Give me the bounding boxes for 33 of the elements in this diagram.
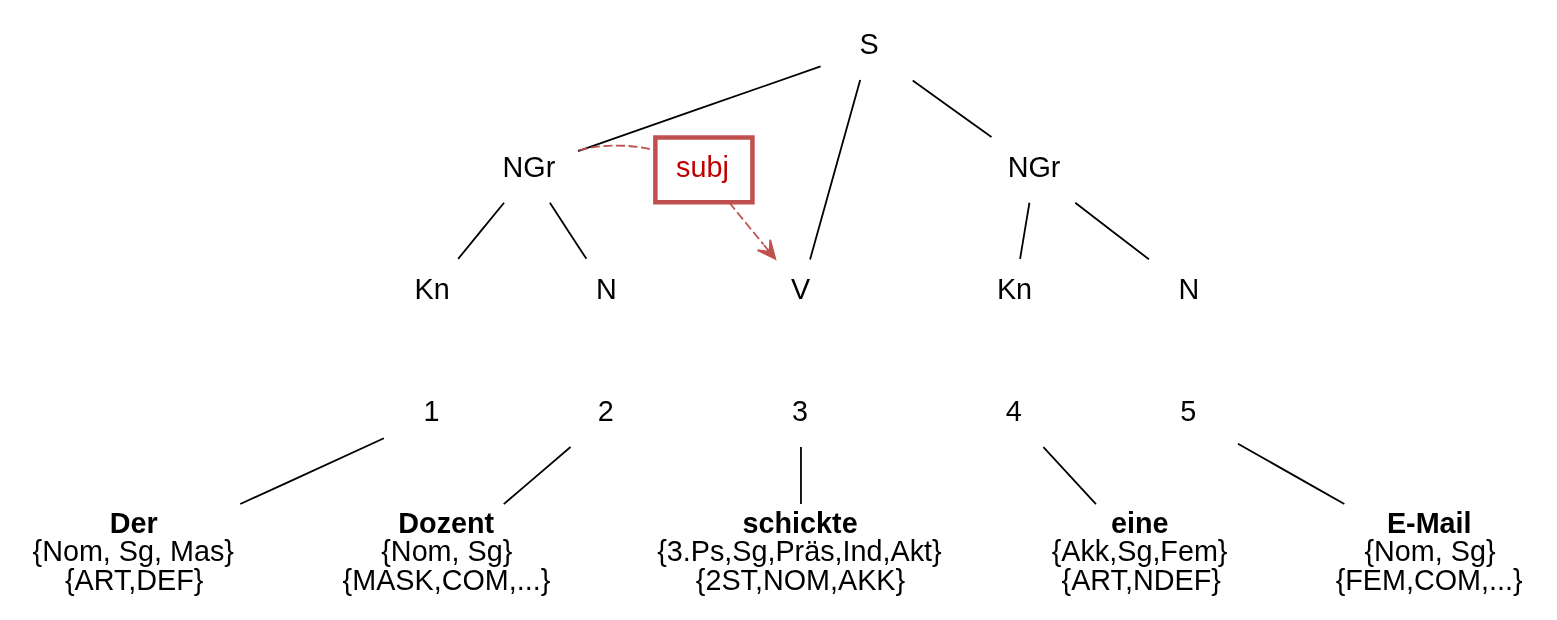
- connector: [1042, 446, 1097, 505]
- connector: [457, 201, 505, 260]
- node-text: 2: [597, 395, 614, 428]
- connector: [911, 79, 993, 138]
- node-text: S: [859, 28, 879, 61]
- connector: [577, 144, 656, 152]
- connector: [800, 446, 802, 505]
- connector: [1074, 201, 1150, 261]
- node-text: Der {Nom, Sg, Mas} {ART,DEF}: [32, 506, 234, 597]
- connector: [502, 446, 572, 505]
- arrow: [728, 201, 777, 260]
- node-text: eine {Akk,Sg,Fem} {ART,NDEF}: [1051, 506, 1228, 597]
- connector: [809, 79, 862, 261]
- node-text: N: [596, 272, 617, 305]
- connector: [1019, 201, 1031, 260]
- node-text: 1: [423, 395, 440, 428]
- node-text: schickte {3.Ps,Sg,Präs,Ind,Akt} {2ST,NOM,AKK}: [657, 506, 942, 597]
- connector: [577, 65, 822, 152]
- node-text: NGr: [502, 150, 556, 183]
- node-text: N: [1178, 272, 1200, 305]
- connector: [1237, 442, 1346, 505]
- node-text: 4: [1005, 395, 1022, 428]
- node-text: 5: [1180, 395, 1197, 428]
- node-text: V: [791, 272, 811, 305]
- node-text: Dozent {Nom, Sg} {MASK,COM,...}: [342, 506, 551, 597]
- node-box: subj: [653, 135, 755, 205]
- node-text: Kn: [996, 272, 1033, 305]
- node-text: Kn: [414, 272, 450, 305]
- node-text: 3: [791, 395, 808, 428]
- connector: [548, 201, 588, 260]
- node-text: NGr: [1007, 150, 1061, 183]
- node-text: E-Mail {Nom, Sg} {FEM,COM,...}: [1335, 506, 1523, 597]
- connector: [239, 437, 385, 505]
